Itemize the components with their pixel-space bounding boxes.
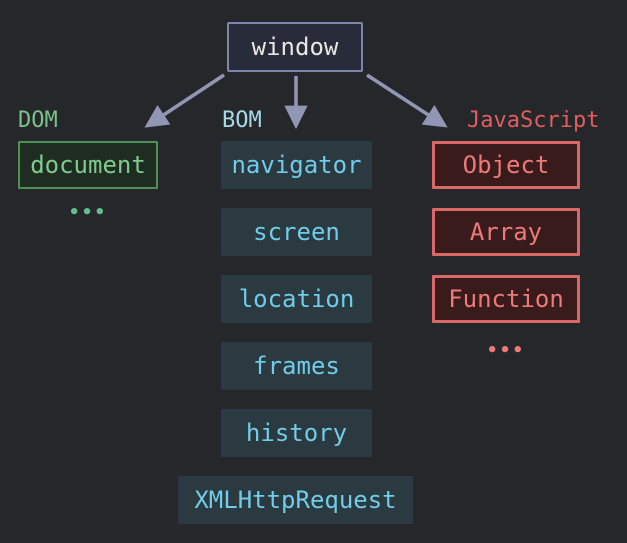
- arrow-window-to-javascript: [366, 73, 448, 128]
- arrow-window-to-dom: [144, 73, 225, 128]
- javascript-ellipsis: •••: [486, 340, 526, 361]
- javascript-node-object: Object: [432, 141, 580, 189]
- bom-node-xmlhttprequest: XMLHttpRequest: [178, 476, 413, 524]
- dom-column-label: DOM: [18, 108, 58, 133]
- bom-node-navigator: navigator: [221, 141, 372, 189]
- dom-ellipsis: •••: [68, 202, 108, 223]
- bom-node-history: history: [221, 409, 372, 457]
- bom-node-frames: frames: [221, 342, 372, 390]
- javascript-column-label: JavaScript: [467, 108, 600, 133]
- bom-node-location: location: [221, 275, 372, 323]
- bom-column-label: BOM: [222, 108, 262, 133]
- javascript-node-array: Array: [432, 208, 580, 256]
- window-node: window: [227, 22, 363, 72]
- bom-node-screen: screen: [221, 208, 372, 256]
- dom-node-document: document: [18, 141, 158, 189]
- javascript-node-function: Function: [432, 275, 580, 323]
